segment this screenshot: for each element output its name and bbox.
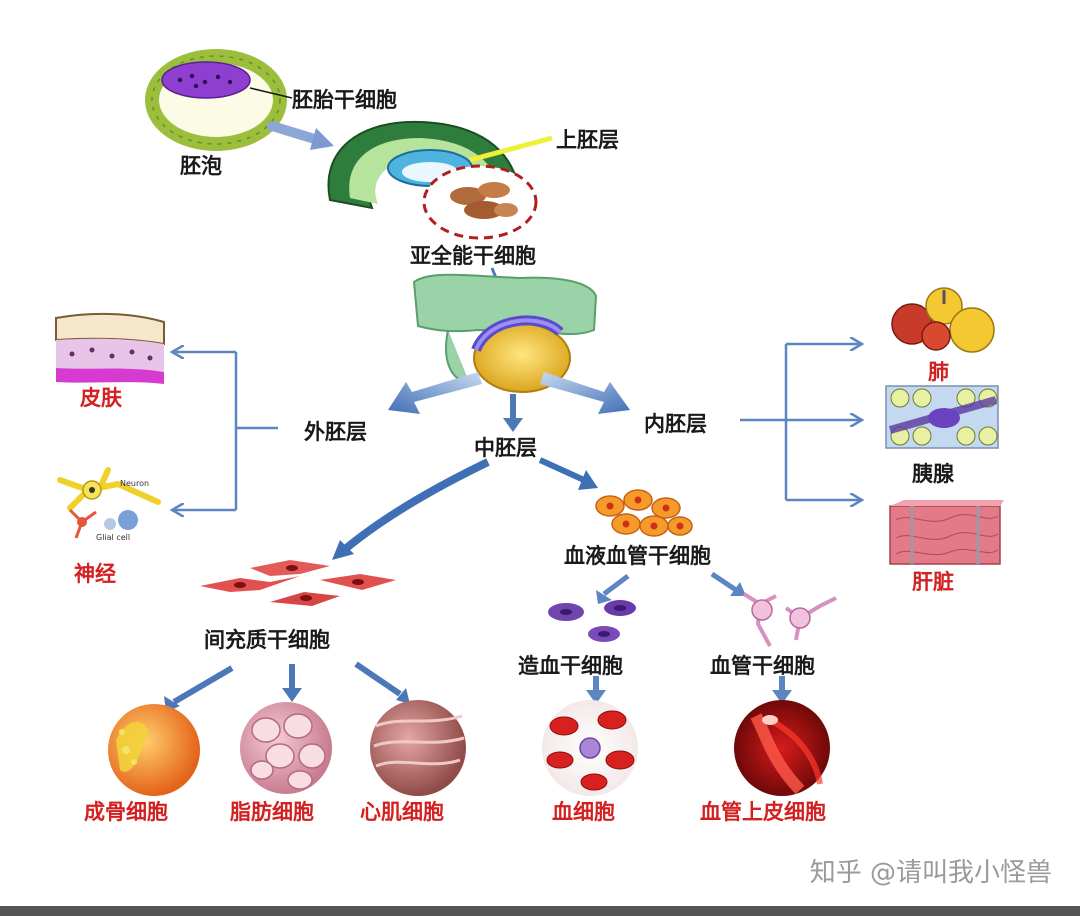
osteoblast-illustration: [108, 704, 200, 796]
label-hemangioblast: 血液血管干细胞: [564, 544, 711, 568]
epiblast-embryo-illustration: [327, 120, 553, 240]
glial-tag: Glial cell: [96, 533, 130, 542]
label-ectoderm: 外胚层: [304, 420, 367, 444]
neuron-illustration: Neuron Glial cell: [57, 467, 161, 542]
label-blastocyst: 胚泡: [180, 154, 222, 178]
label-osteoblast: 成骨细胞: [84, 800, 168, 824]
label-hematopoietic-stem-cell: 造血干细胞: [518, 654, 623, 678]
label-adipocyte: 脂肪细胞: [230, 800, 314, 824]
bottom-bar: [0, 906, 1080, 916]
label-cardiomyocyte: 心肌细胞: [360, 800, 444, 824]
label-endoderm: 内胚层: [644, 412, 707, 436]
label-lung: 肺: [928, 360, 949, 384]
vascular-cells-illustration: [742, 592, 837, 647]
label-epiblast: 上胚层: [556, 128, 619, 152]
endothelial-illustration: [734, 700, 830, 796]
gastrula-illustration: [412, 273, 598, 393]
label-skin: 皮肤: [80, 386, 122, 410]
label-blood-cell: 血细胞: [552, 800, 615, 824]
label-mesenchymal-stem-cell: 间充质干细胞: [204, 628, 330, 652]
label-embryonic-stem-cell: 胚胎干细胞: [292, 88, 397, 112]
cardiomyocyte-illustration: [370, 700, 466, 796]
mesenchymal-cells-illustration: [200, 560, 396, 606]
blood-cells-illustration: [542, 700, 638, 796]
pancreas-illustration: [885, 385, 999, 449]
neuron-tag: Neuron: [120, 479, 149, 488]
liver-illustration: [889, 500, 1004, 565]
label-vascular-stem-cell: 血管干细胞: [710, 654, 815, 678]
hematopoietic-cells-illustration: [548, 600, 636, 642]
skin-illustration: [55, 312, 165, 384]
blastocyst-illustration: [145, 49, 293, 151]
label-sub-totipotent-stem-cell: 亚全能干细胞: [410, 244, 536, 268]
endoderm-bracket: [740, 344, 862, 500]
label-pancreas: 胰腺: [912, 462, 954, 486]
adipocyte-illustration: [240, 702, 332, 794]
label-liver: 肝脏: [912, 570, 954, 594]
watermark: 知乎 @请叫我小怪兽: [809, 858, 1052, 888]
label-endothelial-cell: 血管上皮细胞: [700, 800, 826, 824]
ectoderm-bracket: [172, 352, 278, 510]
hemangioblast-illustration: [595, 489, 693, 537]
label-mesoderm: 中胚层: [474, 436, 537, 460]
lung-illustration: [891, 287, 995, 353]
label-nerve: 神经: [74, 562, 116, 586]
